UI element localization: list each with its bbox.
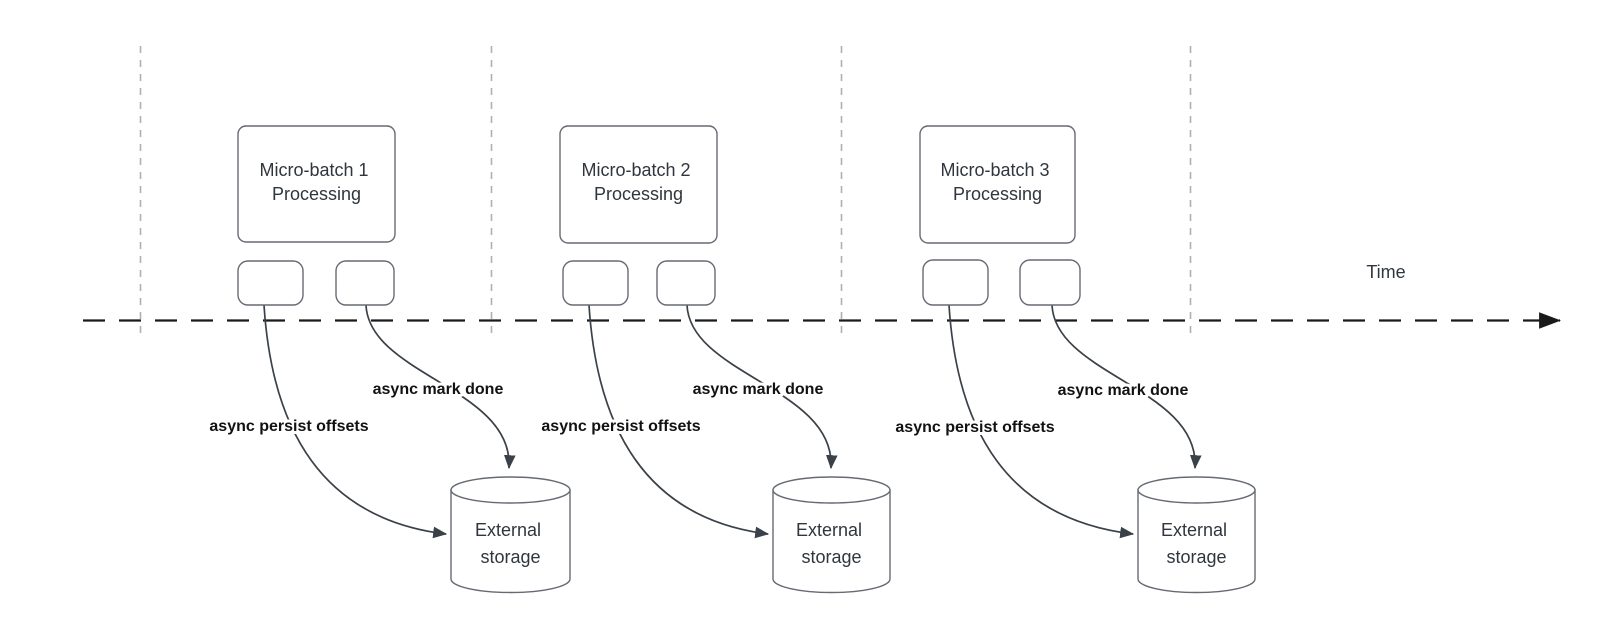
processing-box: [237, 125, 396, 243]
offset-task-box: [237, 260, 304, 306]
offset-task-box: [562, 260, 629, 306]
persist-offsets-arrow: [948, 304, 1135, 539]
processing-box: [919, 125, 1076, 244]
offset-task-box: [922, 259, 989, 306]
microbatch-group-1: Micro-batch 1 Processing async persist o…: [206, 125, 571, 594]
storage-cylinder-top: [1137, 476, 1256, 504]
processing-box-label: Micro-batch 1 Processing: [259, 160, 373, 204]
mark-done-arrow: [365, 304, 516, 470]
storage-cylinder-body: [1137, 489, 1256, 594]
processing-box-label: Micro-batch 3 Processing: [940, 160, 1054, 204]
mark-done-label: async mark done: [1058, 382, 1189, 399]
storage-cylinder-top: [450, 476, 571, 504]
storage-cylinder-top: [772, 476, 891, 504]
mark-done-arrow: [686, 304, 838, 470]
storage-label: External storage: [475, 520, 546, 567]
persist-offsets-arrow: [263, 304, 448, 539]
processing-box-label: Micro-batch 2 Processing: [581, 160, 695, 204]
microbatch-group-3: Micro-batch 3 Processing async persist o…: [892, 125, 1256, 594]
storage-cylinder-body: [772, 489, 891, 594]
persist-offsets-label: async persist offsets: [209, 418, 368, 435]
storage-cylinder-body: [450, 489, 571, 594]
persist-offsets-arrow: [588, 304, 770, 539]
mark-done-label: async mark done: [693, 381, 824, 398]
persist-offsets-label: async persist offsets: [895, 419, 1054, 436]
processing-box: [559, 125, 718, 244]
mark-done-label: async mark done: [373, 381, 504, 398]
commit-task-box: [1019, 259, 1081, 306]
storage-label: External storage: [1161, 520, 1232, 567]
commit-task-box: [335, 260, 395, 306]
commit-task-box: [656, 260, 716, 306]
time-axis-label: Time: [1366, 262, 1405, 282]
mark-done-arrow: [1051, 304, 1202, 470]
storage-label: External storage: [796, 520, 867, 567]
microbatch-group-2: Micro-batch 2 Processing async persist o…: [538, 125, 891, 594]
persist-offsets-label: async persist offsets: [541, 418, 700, 435]
